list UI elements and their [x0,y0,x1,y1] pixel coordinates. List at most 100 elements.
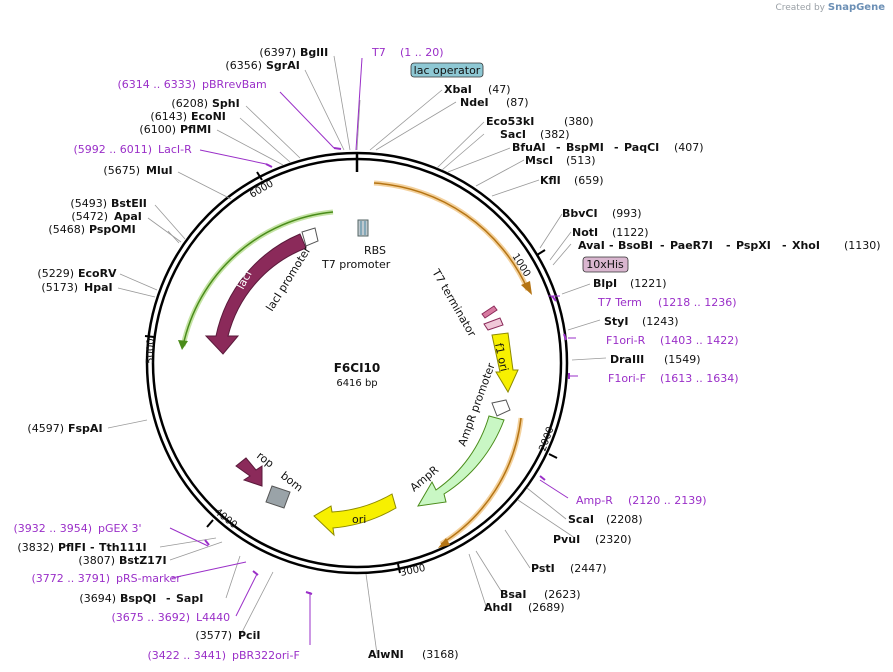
laci-feature [204,233,307,355]
site-name-pspxi: PspXI [736,239,771,252]
site-pos-bglii: (6397) [259,46,296,59]
svg-text:-: - [609,239,614,252]
orf-arc-upper-orange [373,180,531,292]
primer-name-pbr322ori: pBR322ori-F [232,649,300,662]
primer-pos-f1ori-f: (1613 .. 1634) [660,372,739,385]
site-name-styi: StyI [604,315,628,328]
site-pos-bspqi: (3694) [79,592,116,605]
primer-pos-amp-r: (2120 .. 2139) [628,494,707,507]
feature-label-t7-terminator: T7 terminator [429,266,479,339]
site-name-avai: AvaI [578,239,605,252]
site-name-eco53ki: Eco53kI [486,115,534,128]
site-pos-bsteii: (5493) [70,197,107,210]
site-name-pflfi: PflFI [58,541,86,554]
site-name-hpai: HpaI [84,281,113,294]
site-name-fspai: FspAI [68,422,103,435]
f1-ori-feature [491,332,519,394]
site-name-ahdi: AhdI [484,601,512,614]
site-name-bsobi: BsoBI [618,239,653,252]
t7-terminator-feature [481,305,498,319]
ampr-feature [417,415,505,507]
site-name-bfuai: BfuAI [512,141,546,154]
site-pos-econi: (6143) [150,110,187,123]
lac-operator-label: lac operator [414,64,481,77]
site-pos-mlui: (5675) [103,164,140,177]
site-pos-pflfi: (3832) [17,541,54,554]
svg-text:-: - [726,239,731,252]
site-name-bsai: BsaI [500,588,526,601]
site-pos-psti: (2447) [570,562,607,575]
site-name-bstz17i: BstZ17I [119,554,167,567]
plasmid-name: F6CI10 [334,361,381,375]
site-pos-kfli: (659) [574,174,604,187]
lac-operator-box [410,62,484,78]
svg-text:-: - [660,239,665,252]
site-name-ndei: NdeI [460,96,489,109]
site-pos-noti: (1122) [612,226,649,239]
site-name-pcii: PciI [238,629,260,642]
site-pos-bfuai: (407) [674,141,704,154]
rbs-feature [357,219,369,237]
primer-pos-t7: (1 .. 20) [400,46,444,59]
site-pos-hpai: (5173) [41,281,78,294]
site-name-sphi: SphI [212,97,240,110]
site-pos-scai: (2208) [606,513,643,526]
site-pos-bsai: (2623) [544,588,581,601]
site-name-kfli: KflI [540,174,561,187]
snapgene-logo: SnapGene [827,2,885,13]
site-pos-draiii: (1549) [664,353,701,366]
site-name-bsteii: BstEII [111,197,147,210]
feature-label-rop: rop [254,449,276,470]
site-name-bspqi: BspQI [120,592,156,605]
credit-prefix: Created by [775,3,825,13]
primer-pos-prs-marker: (3772 .. 3791) [31,572,110,585]
site-pos-saci: (382) [540,128,570,141]
site-pos-bbvci: (993) [612,207,642,220]
primer-pos-pgex3: (3932 .. 3954) [13,522,92,535]
plasmid-length: 6416 bp [336,378,377,389]
primer-name-f1ori-f: F1ori-F [608,372,646,385]
orf-arrow-upper [521,281,532,295]
primer-pos-pbr322ori: (3422 .. 3441) [147,649,226,662]
site-name-paer7i: PaeR7I [670,239,713,252]
site-pos-sgrai: (6356) [225,59,262,72]
orf-arrow-lower [438,538,450,548]
t7-terminator-feature-2 [483,317,504,331]
primer-name-f1ori-r: F1ori-R [606,334,646,347]
site-name-ecorv: EcoRV [78,267,117,280]
rop-feature [235,457,263,487]
site-name-pflmi: PflMI [180,123,211,136]
site-name-bglii: BglII [300,46,328,59]
site-pos-ndei: (87) [506,96,529,109]
site-pos-eco53ki: (380) [564,115,594,128]
site-name-scai: ScaI [568,513,594,526]
svg-text:-: - [90,541,95,554]
tick-label-3000: 3000 [399,563,426,579]
site-name-tth111i: Tth111I [99,541,147,554]
site-pos-pvui: (2320) [595,533,632,546]
site-name-xhoi: XhoI [792,239,820,252]
svg-text:-: - [556,141,561,154]
leader-lines [107,55,607,655]
site-pos-alwni: (3168) [422,648,459,661]
primer-name-prs-marker: pRS-marker [116,572,181,585]
svg-text:-: - [782,239,787,252]
site-name-msci: MscI [525,154,553,167]
site-name-sgrai: SgrAI [266,59,300,72]
site-pos-msci: (513) [566,154,596,167]
his-tag-box [582,256,629,273]
site-name-draiii: DraIII [610,353,644,366]
primer-pos-l4440: (3675 .. 3692) [111,611,190,624]
primer-name-t7: T7 [371,46,386,59]
ori-feature [313,493,397,537]
primer-marks [204,147,570,595]
orf-arrow-left [178,340,188,350]
laci-promoter-arrow [301,227,319,247]
site-pos-bstz17i: (3807) [78,554,115,567]
primer-name-laci-r: LacI-R [158,143,192,156]
primer-name-l4440: L4440 [196,611,230,624]
feature-label-f1-ori: f1 ori [492,342,511,373]
feature-label-t7-promoter: T7 promoter [321,258,391,271]
feature-label-ori: ori [352,513,366,526]
